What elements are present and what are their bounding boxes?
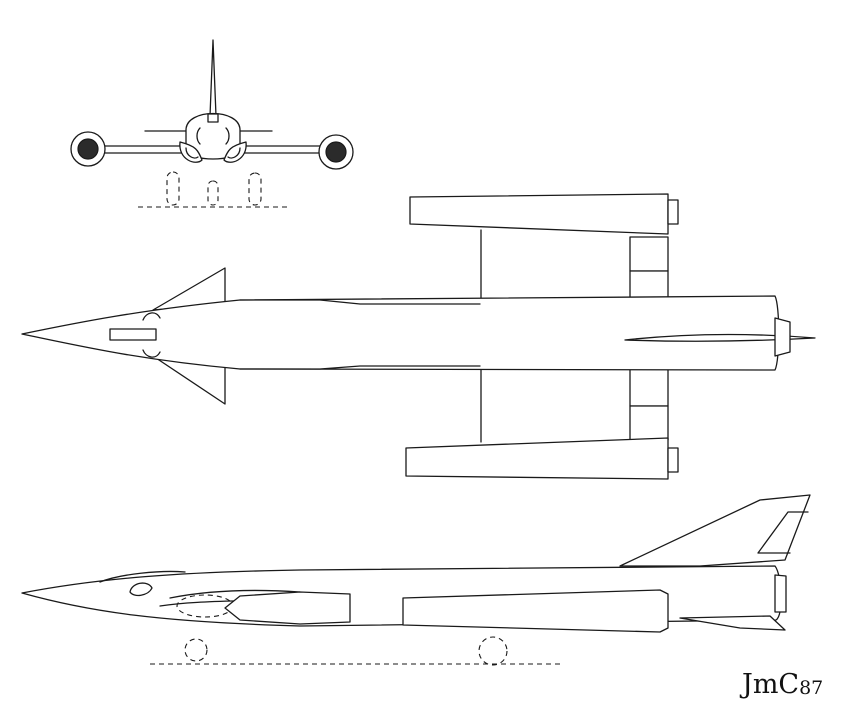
front-view — [70, 39, 354, 208]
artist-signature: JmC87 — [742, 669, 823, 700]
side-view — [21, 494, 811, 666]
signature-year: 87 — [799, 677, 824, 699]
signature-initials: JmC — [742, 669, 800, 700]
top-view — [21, 193, 816, 480]
